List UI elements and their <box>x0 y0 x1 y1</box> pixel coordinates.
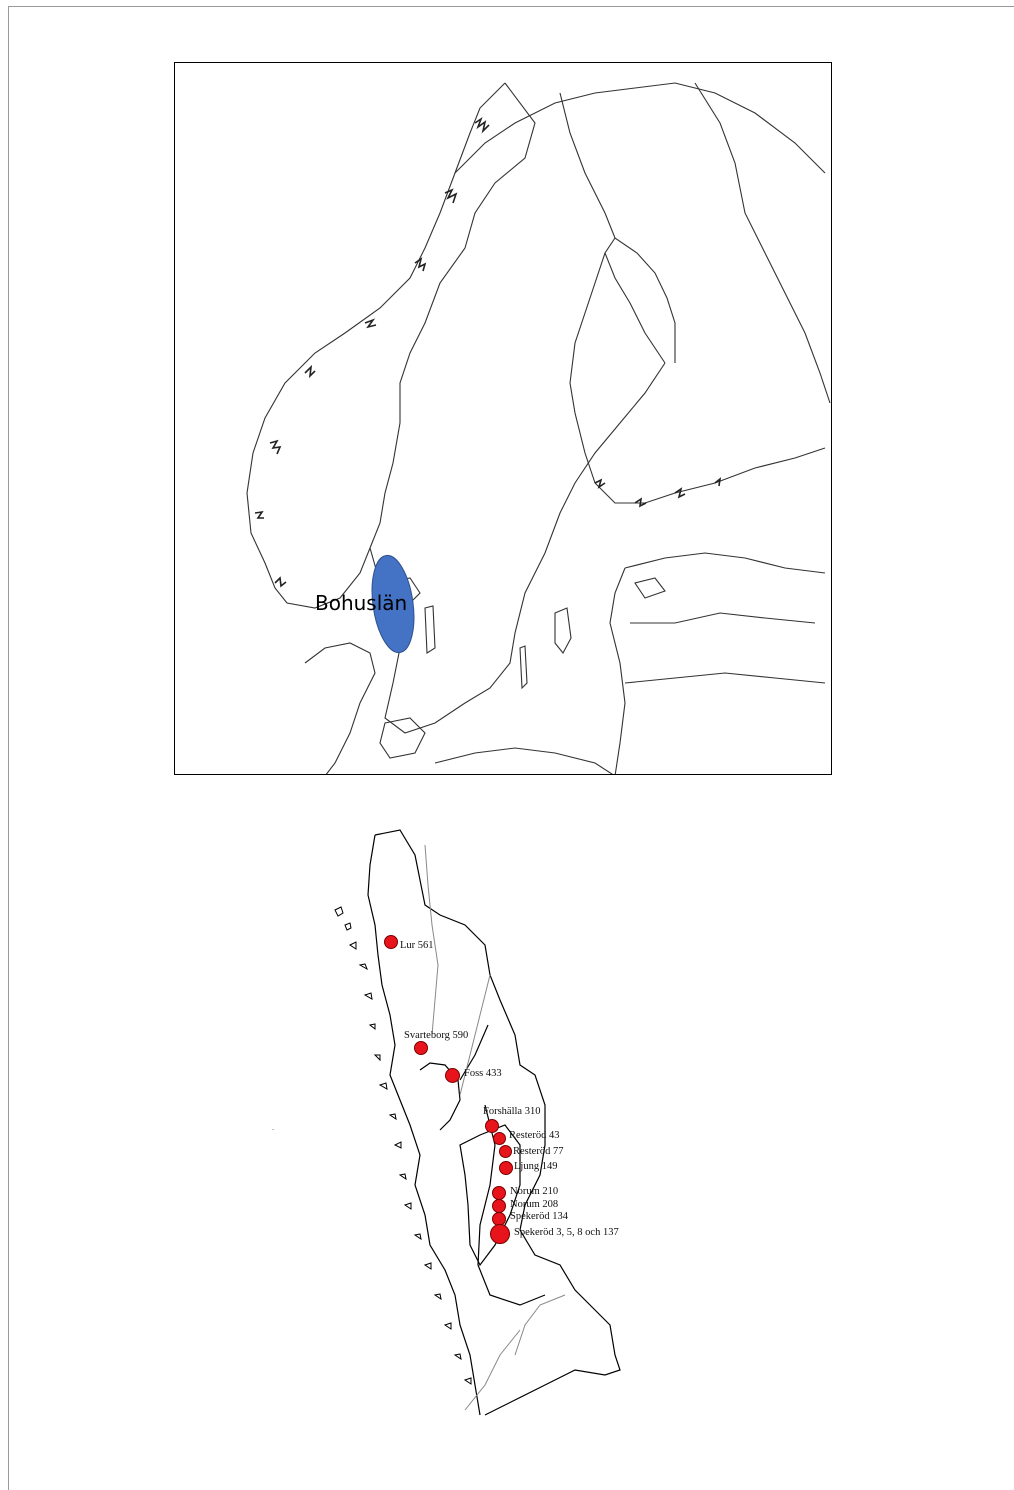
gotland <box>554 607 572 654</box>
region-label-bohuslan: Bohuslän <box>315 591 408 615</box>
site-marker <box>499 1161 513 1175</box>
site-marker <box>492 1186 506 1200</box>
overview-map: Bohuslän <box>174 62 832 775</box>
site-marker <box>490 1224 510 1244</box>
norway-coastline <box>246 82 506 609</box>
baltic-state-border-2 <box>624 672 826 684</box>
river-valley <box>477 1104 546 1306</box>
site-label: Spekeröd 3, 5, 8 och 137 <box>514 1227 619 1238</box>
baltic-state-border-1 <box>630 612 816 624</box>
zealand <box>379 717 426 759</box>
finland-russia-border <box>694 82 831 404</box>
site-label: Forshälla 310 <box>483 1106 541 1117</box>
norway-sweden-border <box>369 82 536 549</box>
finland-west-coast <box>569 252 826 504</box>
site-marker <box>493 1132 506 1145</box>
scan-speck <box>272 1129 274 1130</box>
saaremaa <box>634 577 666 599</box>
site-marker <box>384 935 398 949</box>
fjord-texture <box>254 116 722 588</box>
sweden-finland-border <box>559 92 616 239</box>
site-label: Svarteborg 590 <box>404 1030 469 1041</box>
bohuslan-coast <box>367 834 481 1416</box>
site-label: Norum 208 <box>510 1199 559 1210</box>
site-label: Spekeröd 134 <box>510 1211 569 1222</box>
site-label: Lur 561 <box>400 940 434 951</box>
lake-vattern <box>424 605 436 654</box>
poland-coast <box>434 747 613 774</box>
latvia-coast <box>609 567 626 774</box>
site-label: Norum 210 <box>510 1186 559 1197</box>
site-label: Resteröd 77 <box>513 1146 564 1157</box>
site-marker <box>485 1119 499 1133</box>
norway-north-coast <box>454 82 826 174</box>
sweden-east-coast <box>369 362 666 734</box>
site-label: Resteröd 43 <box>509 1130 560 1141</box>
municipal-boundary <box>424 844 566 1411</box>
site-marker <box>445 1068 460 1083</box>
detail-map: Lur 561 Svarteborg 590 Foss 433 Forshäll… <box>320 825 660 1425</box>
skerries <box>334 906 472 1385</box>
site-marker <box>499 1145 512 1158</box>
bothnia-coast <box>604 237 676 364</box>
scandinavia-outline <box>246 82 831 774</box>
oland <box>519 645 528 690</box>
bohuslan-highlight <box>371 554 415 654</box>
site-label: Ljung 149 <box>514 1161 558 1172</box>
estonia-coast <box>624 552 826 574</box>
site-label: Foss 433 <box>464 1068 502 1079</box>
site-marker <box>492 1199 506 1213</box>
page-frame <box>8 6 1014 1490</box>
bohuslan-border <box>374 829 621 1416</box>
jutland <box>304 642 376 774</box>
site-marker <box>414 1041 428 1055</box>
